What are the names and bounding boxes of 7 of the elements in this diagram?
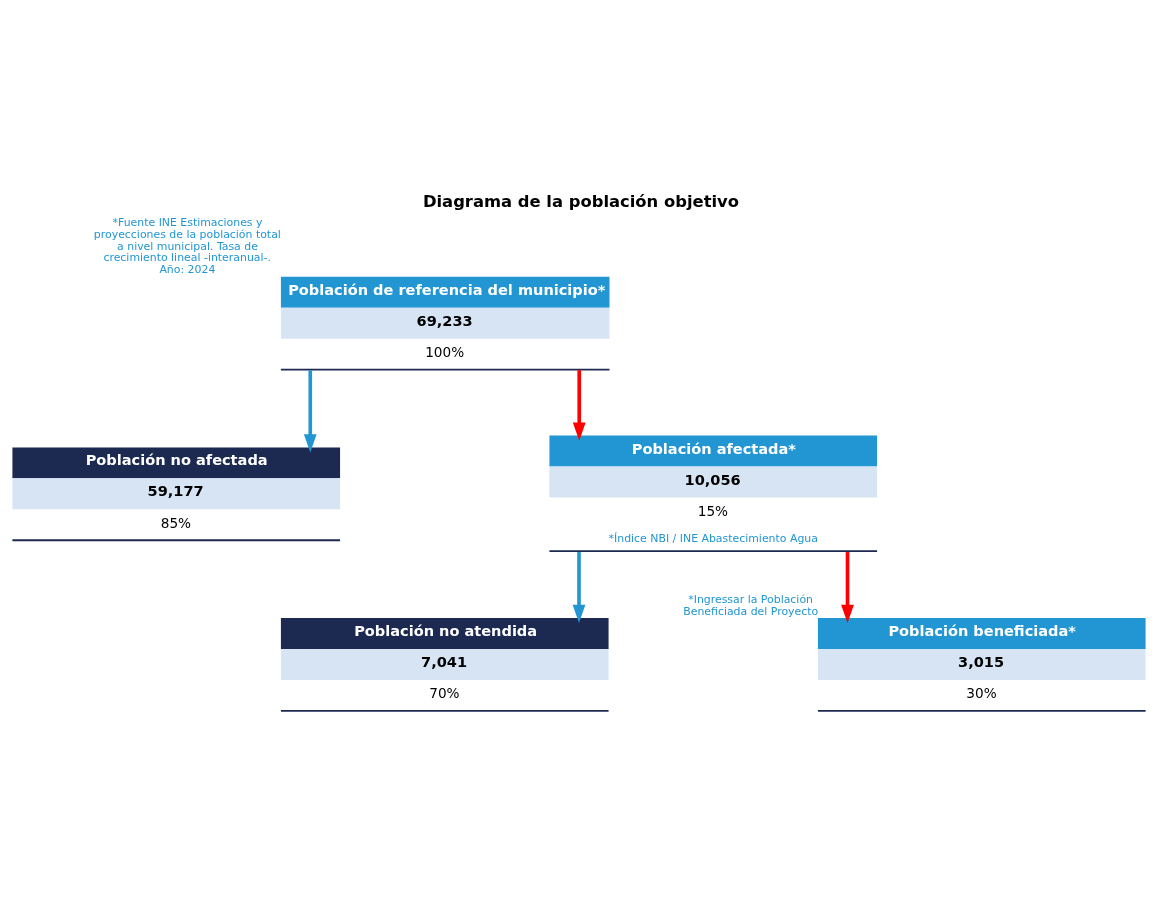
diagram-title: Diagrama de la población objetivo [422,191,740,211]
arrow [303,369,317,452]
arrow [572,369,586,441]
node-label: *Ingressar la Población Beneficiada del Proyecto [683,592,819,618]
arrow [572,551,586,623]
node-label: *Fuente INE Estimaciones y proyecciones de la población total a nivel municipal. Tasa de crecimiento lineal -interanual-. Año: 2024 [93,215,281,276]
arrow [841,551,854,623]
